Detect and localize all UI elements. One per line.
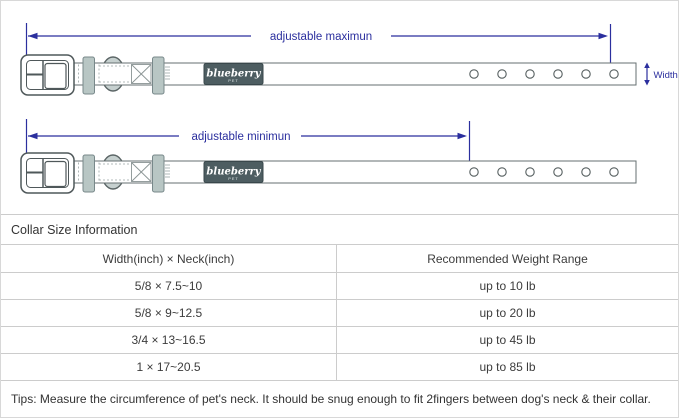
- weight-cell: up to 20 lb: [479, 306, 536, 320]
- table-header-row: Width(inch) × Neck(inch) Recommended Wei…: [1, 244, 678, 272]
- size-table: Collar Size Information Width(inch) × Ne…: [1, 214, 678, 417]
- arrow-right-icon: [457, 132, 467, 140]
- arrow-left-icon: [28, 32, 38, 40]
- adjustable-maximum-label: adjustable maximun: [270, 31, 372, 43]
- table-row: 3/4 × 13~16.5 up to 45 lb: [1, 326, 678, 353]
- size-marking: [165, 164, 170, 178]
- keeper-loop: [152, 154, 165, 193]
- keeper-loop: [82, 154, 95, 193]
- width-label: Width: [654, 70, 678, 81]
- stitching: [78, 64, 132, 84]
- size-cell: 3/4 × 13~16.5: [1, 327, 337, 353]
- weight-cell: up to 10 lb: [479, 279, 536, 293]
- brand-name: blueberry: [206, 167, 261, 178]
- table-row: 5/8 × 9~12.5 up to 20 lb: [1, 299, 678, 326]
- arrow-up-icon: [644, 62, 650, 68]
- keeper-loop: [152, 56, 165, 95]
- box-x-stitch: [131, 64, 152, 84]
- collar-holes: [469, 69, 619, 79]
- stitching: [78, 162, 132, 182]
- size-cell: 5/8 × 7.5~10: [1, 273, 337, 299]
- arrow-left-icon: [28, 132, 38, 140]
- table-row: 1 × 17~20.5 up to 85 lb: [1, 353, 678, 380]
- weight-cell: up to 45 lb: [479, 333, 536, 347]
- collar-diagram: adjustable maximun: [20, 23, 678, 194]
- brand-label: blueberry PET: [203, 161, 264, 183]
- collar-minimum: adjustable minimun: [20, 119, 637, 194]
- box-x-stitch: [131, 162, 152, 182]
- brand-sub: PET: [228, 177, 238, 181]
- arrow-right-icon: [598, 32, 608, 40]
- size-cell: 5/8 × 9~12.5: [1, 300, 337, 326]
- collar-maximum: adjustable maximun: [20, 23, 678, 96]
- size-marking: [165, 66, 170, 80]
- buckle: [20, 54, 75, 96]
- adjustable-minimum-label: adjustable minimun: [191, 131, 290, 143]
- brand-name: blueberry: [206, 69, 261, 80]
- weight-cell: up to 85 lb: [479, 360, 536, 374]
- header-size-column: Width(inch) × Neck(inch): [1, 245, 337, 272]
- table-title: Collar Size Information: [1, 214, 678, 244]
- keeper-loop: [82, 56, 95, 95]
- width-dimension: Width: [644, 62, 678, 86]
- size-cell: 1 × 17~20.5: [1, 354, 337, 380]
- collar-holes: [469, 167, 619, 177]
- tips-note: Tips: Measure the circumference of pet's…: [1, 380, 678, 417]
- buckle: [20, 152, 75, 194]
- brand-label: blueberry PET: [203, 63, 264, 85]
- table-row: 5/8 × 7.5~10 up to 10 lb: [1, 272, 678, 299]
- brand-sub: PET: [228, 79, 238, 83]
- arrow-down-icon: [644, 80, 650, 86]
- header-weight-column: Recommended Weight Range: [427, 251, 588, 266]
